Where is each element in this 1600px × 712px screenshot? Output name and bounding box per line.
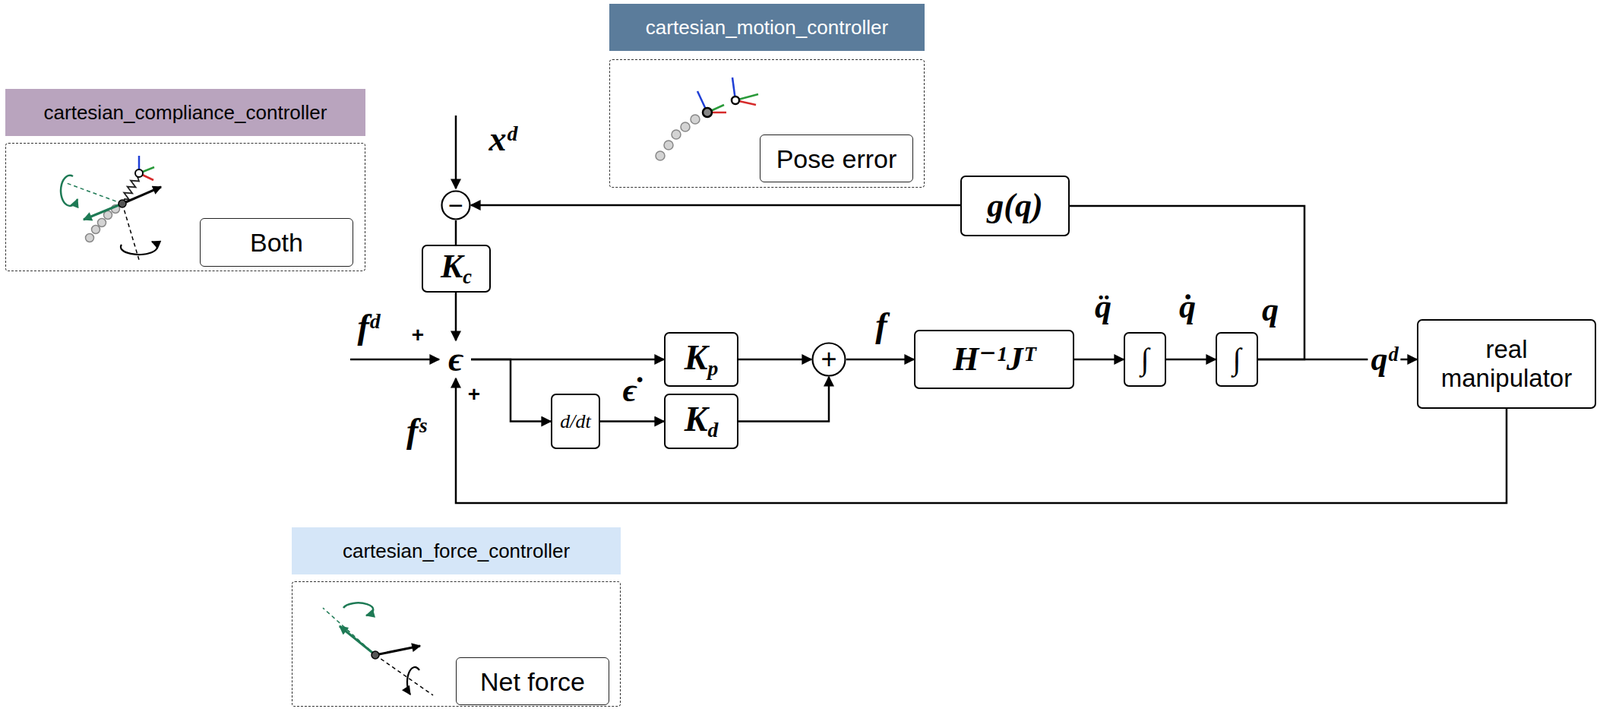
gain-box: Kp	[664, 332, 739, 387]
panel-heading: cartesian_compliance_controller	[5, 88, 366, 136]
signal-label: fˢ	[406, 413, 427, 449]
force-illustration-stroke	[407, 667, 420, 695]
compliance-illustration-stroke	[83, 203, 123, 220]
motion-illustration-stroke-stroke	[702, 107, 712, 117]
mode-box-text: Pose error	[776, 145, 898, 172]
input-arrows-stroke	[350, 358, 440, 361]
manipulator-box: real manipulator	[1416, 319, 1597, 409]
derivative-box: d/dt	[550, 393, 601, 450]
signal-connector	[471, 359, 551, 422]
gain-box-text: Kc	[440, 249, 472, 287]
motion-illustration-stroke	[655, 114, 700, 161]
integrator-box-text: ∫	[1141, 344, 1150, 375]
difference-junction-text: −	[448, 192, 464, 219]
signal-connector	[455, 292, 458, 341]
error-junction-text: ϵ	[448, 341, 464, 377]
mode-box-text: Net force	[480, 668, 585, 695]
sum-junction-text: +	[820, 345, 837, 374]
signal-connector	[471, 204, 961, 207]
integrator-box: ∫	[1123, 332, 1167, 387]
compliance-illustration-stroke	[64, 182, 123, 204]
signal-connector	[846, 358, 914, 361]
motion-illustration-stroke-stroke	[671, 129, 681, 140]
signal-label: f	[875, 307, 887, 343]
gain-box: Kc	[421, 244, 491, 293]
signal-connector	[1166, 358, 1216, 361]
error-junction: ϵ	[440, 340, 472, 379]
signal-label: xᵈ	[489, 121, 518, 157]
motion-illustration-stroke-stroke	[655, 151, 665, 161]
signal-label: qᵈ	[1367, 341, 1401, 378]
controller-panel: cartesian_compliance_controllerBoth	[5, 88, 366, 272]
gain-box: Kd	[664, 393, 739, 450]
force-illustration-stroke	[343, 602, 374, 616]
kinematics-box: g(q)	[960, 175, 1070, 237]
junction-circle	[812, 343, 846, 377]
panel-heading: cartesian_motion_controller	[609, 3, 925, 51]
compliance-illustration-stroke	[135, 169, 143, 178]
motion-illustration	[655, 77, 759, 161]
signal-connector	[1069, 205, 1305, 360]
sign-label: +	[467, 383, 481, 405]
motion-illustration-stroke-stroke	[690, 114, 700, 124]
integrator-box-text: ∫	[1233, 344, 1242, 375]
mode-box: Both	[199, 218, 354, 267]
mode-box: Pose error	[759, 134, 914, 183]
controller-panel: cartesian_motion_controllerPose error	[609, 3, 925, 188]
compliance-illustration-stroke	[118, 199, 127, 208]
force-illustration-stroke	[375, 645, 421, 655]
difference-junction: −	[440, 189, 472, 221]
sum-junction: +	[811, 341, 847, 377]
integrator-box: ∫	[1215, 332, 1259, 387]
mode-box: Net force	[455, 657, 610, 706]
mode-box-text: Both	[249, 229, 304, 256]
motion-illustration-stroke-stroke	[731, 96, 740, 105]
compliance-illustration-stroke	[85, 205, 121, 243]
manipulator-box-text: real manipulator	[1426, 335, 1587, 393]
dynamics-box-text: H⁻¹Jᵀ	[952, 342, 1036, 377]
signal-connector	[600, 420, 665, 423]
motion-illustration-stroke-stroke	[680, 122, 690, 132]
compliance-illustration-stroke-stroke	[91, 225, 101, 234]
compliance-illustration	[60, 155, 162, 260]
signal-connector	[738, 376, 829, 422]
signal-connector	[1074, 358, 1124, 361]
force-illustration-stroke	[339, 626, 376, 655]
signal-connector	[455, 378, 1507, 503]
signal-connector	[738, 358, 812, 361]
compliance-illustration-stroke	[60, 175, 78, 206]
sign-label: +	[411, 324, 424, 346]
compliance-illustration-stroke-stroke	[104, 211, 113, 220]
compliance-illustration-stroke-stroke	[98, 218, 107, 228]
signal-label: fᵈ	[357, 309, 380, 345]
motion-illustration-stroke	[697, 77, 759, 117]
input-arrows	[350, 115, 456, 360]
force-illustration-stroke	[371, 651, 380, 659]
controller-panel: cartesian_force_controllerNet force	[291, 527, 621, 707]
compliance-illustration-stroke-stroke	[85, 233, 95, 243]
signal-label: q̈	[1094, 290, 1112, 324]
input-arrows-stroke	[455, 115, 458, 189]
signal-connector	[455, 220, 458, 245]
signal-label: q̇	[1179, 290, 1196, 324]
panel-heading: cartesian_force_controller	[291, 527, 621, 575]
compliance-illustration-stroke	[120, 241, 158, 255]
junction-circle	[442, 191, 471, 220]
kinematics-box-text: g(q)	[986, 189, 1043, 223]
gain-box-text: Kp	[684, 340, 718, 380]
force-illustration	[322, 602, 434, 696]
force-illustration-stroke	[375, 654, 434, 696]
compliance-illustration-stroke	[122, 186, 162, 204]
signal-label: q	[1261, 293, 1279, 327]
motion-illustration-stroke-stroke	[664, 140, 674, 150]
derivative-box-text: d/dt	[559, 411, 591, 432]
gain-box-text: Kd	[684, 401, 718, 441]
dynamics-box: H⁻¹Jᵀ	[913, 329, 1075, 389]
signal-label: ϵ̇	[622, 373, 638, 408]
